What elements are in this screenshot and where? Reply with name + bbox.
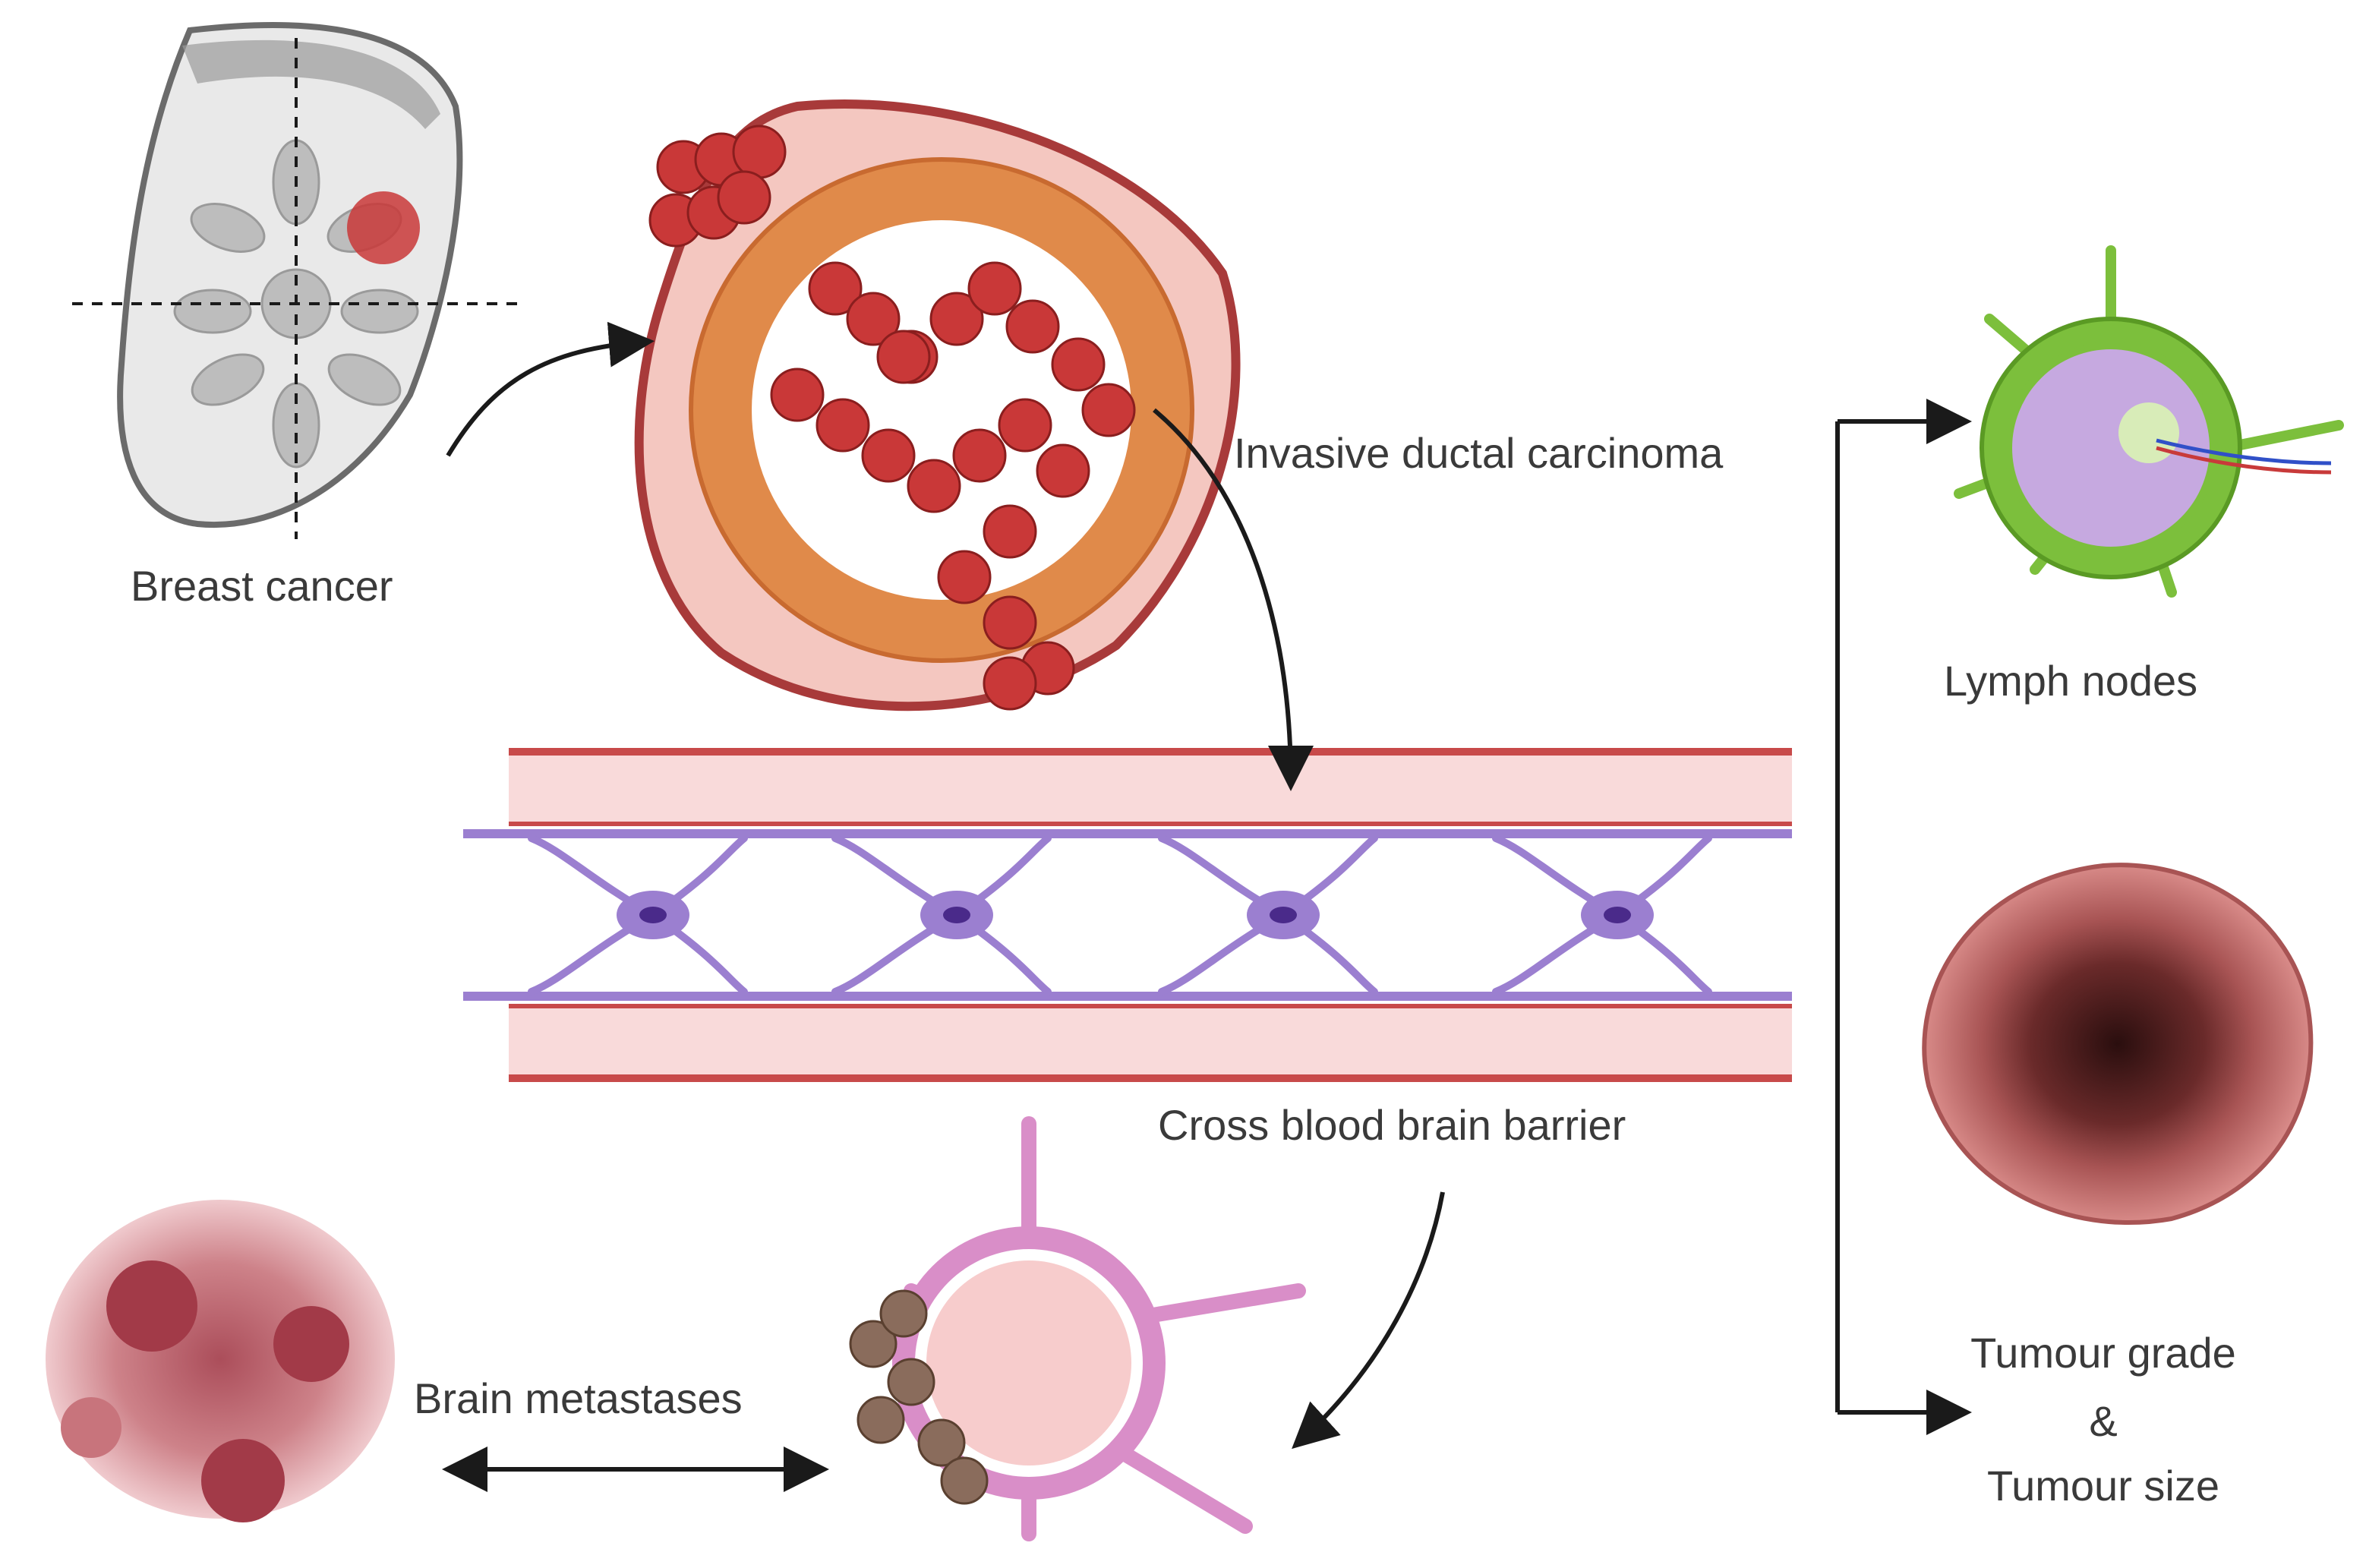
breast-tumour xyxy=(347,191,420,264)
flow-arrows xyxy=(442,321,1972,1492)
label-tumour-grade: Tumour grade xyxy=(1970,1329,2236,1377)
lymph-node-illustration xyxy=(1954,245,2344,598)
label-breast-cancer: Breast cancer xyxy=(131,562,393,610)
label-tumour-size: Tumour size xyxy=(1986,1462,2219,1510)
label-cross-bbb: Cross blood brain barrier xyxy=(1158,1101,1626,1149)
label-lymph-nodes: Lymph nodes xyxy=(1944,657,2198,705)
label-brain-metastases: Brain metastases xyxy=(414,1374,743,1422)
arrow-breast-to-duct xyxy=(446,321,655,457)
capillary-illustration xyxy=(849,1116,1306,1541)
label-invasive-ductal-carcinoma: Invasive ductal carcinoma xyxy=(1234,429,1724,477)
arrow-vessel-to-capillary xyxy=(1292,1191,1445,1450)
blood-brain-barrier xyxy=(463,748,1792,1082)
arrow-duct-to-vessel xyxy=(1153,408,1314,791)
breast-illustration xyxy=(72,22,524,539)
brain-metastases-cluster xyxy=(46,1200,395,1522)
duct-illustration xyxy=(634,99,1241,711)
label-ampersand: & xyxy=(2089,1397,2118,1445)
tumour-illustration xyxy=(1922,863,2314,1225)
